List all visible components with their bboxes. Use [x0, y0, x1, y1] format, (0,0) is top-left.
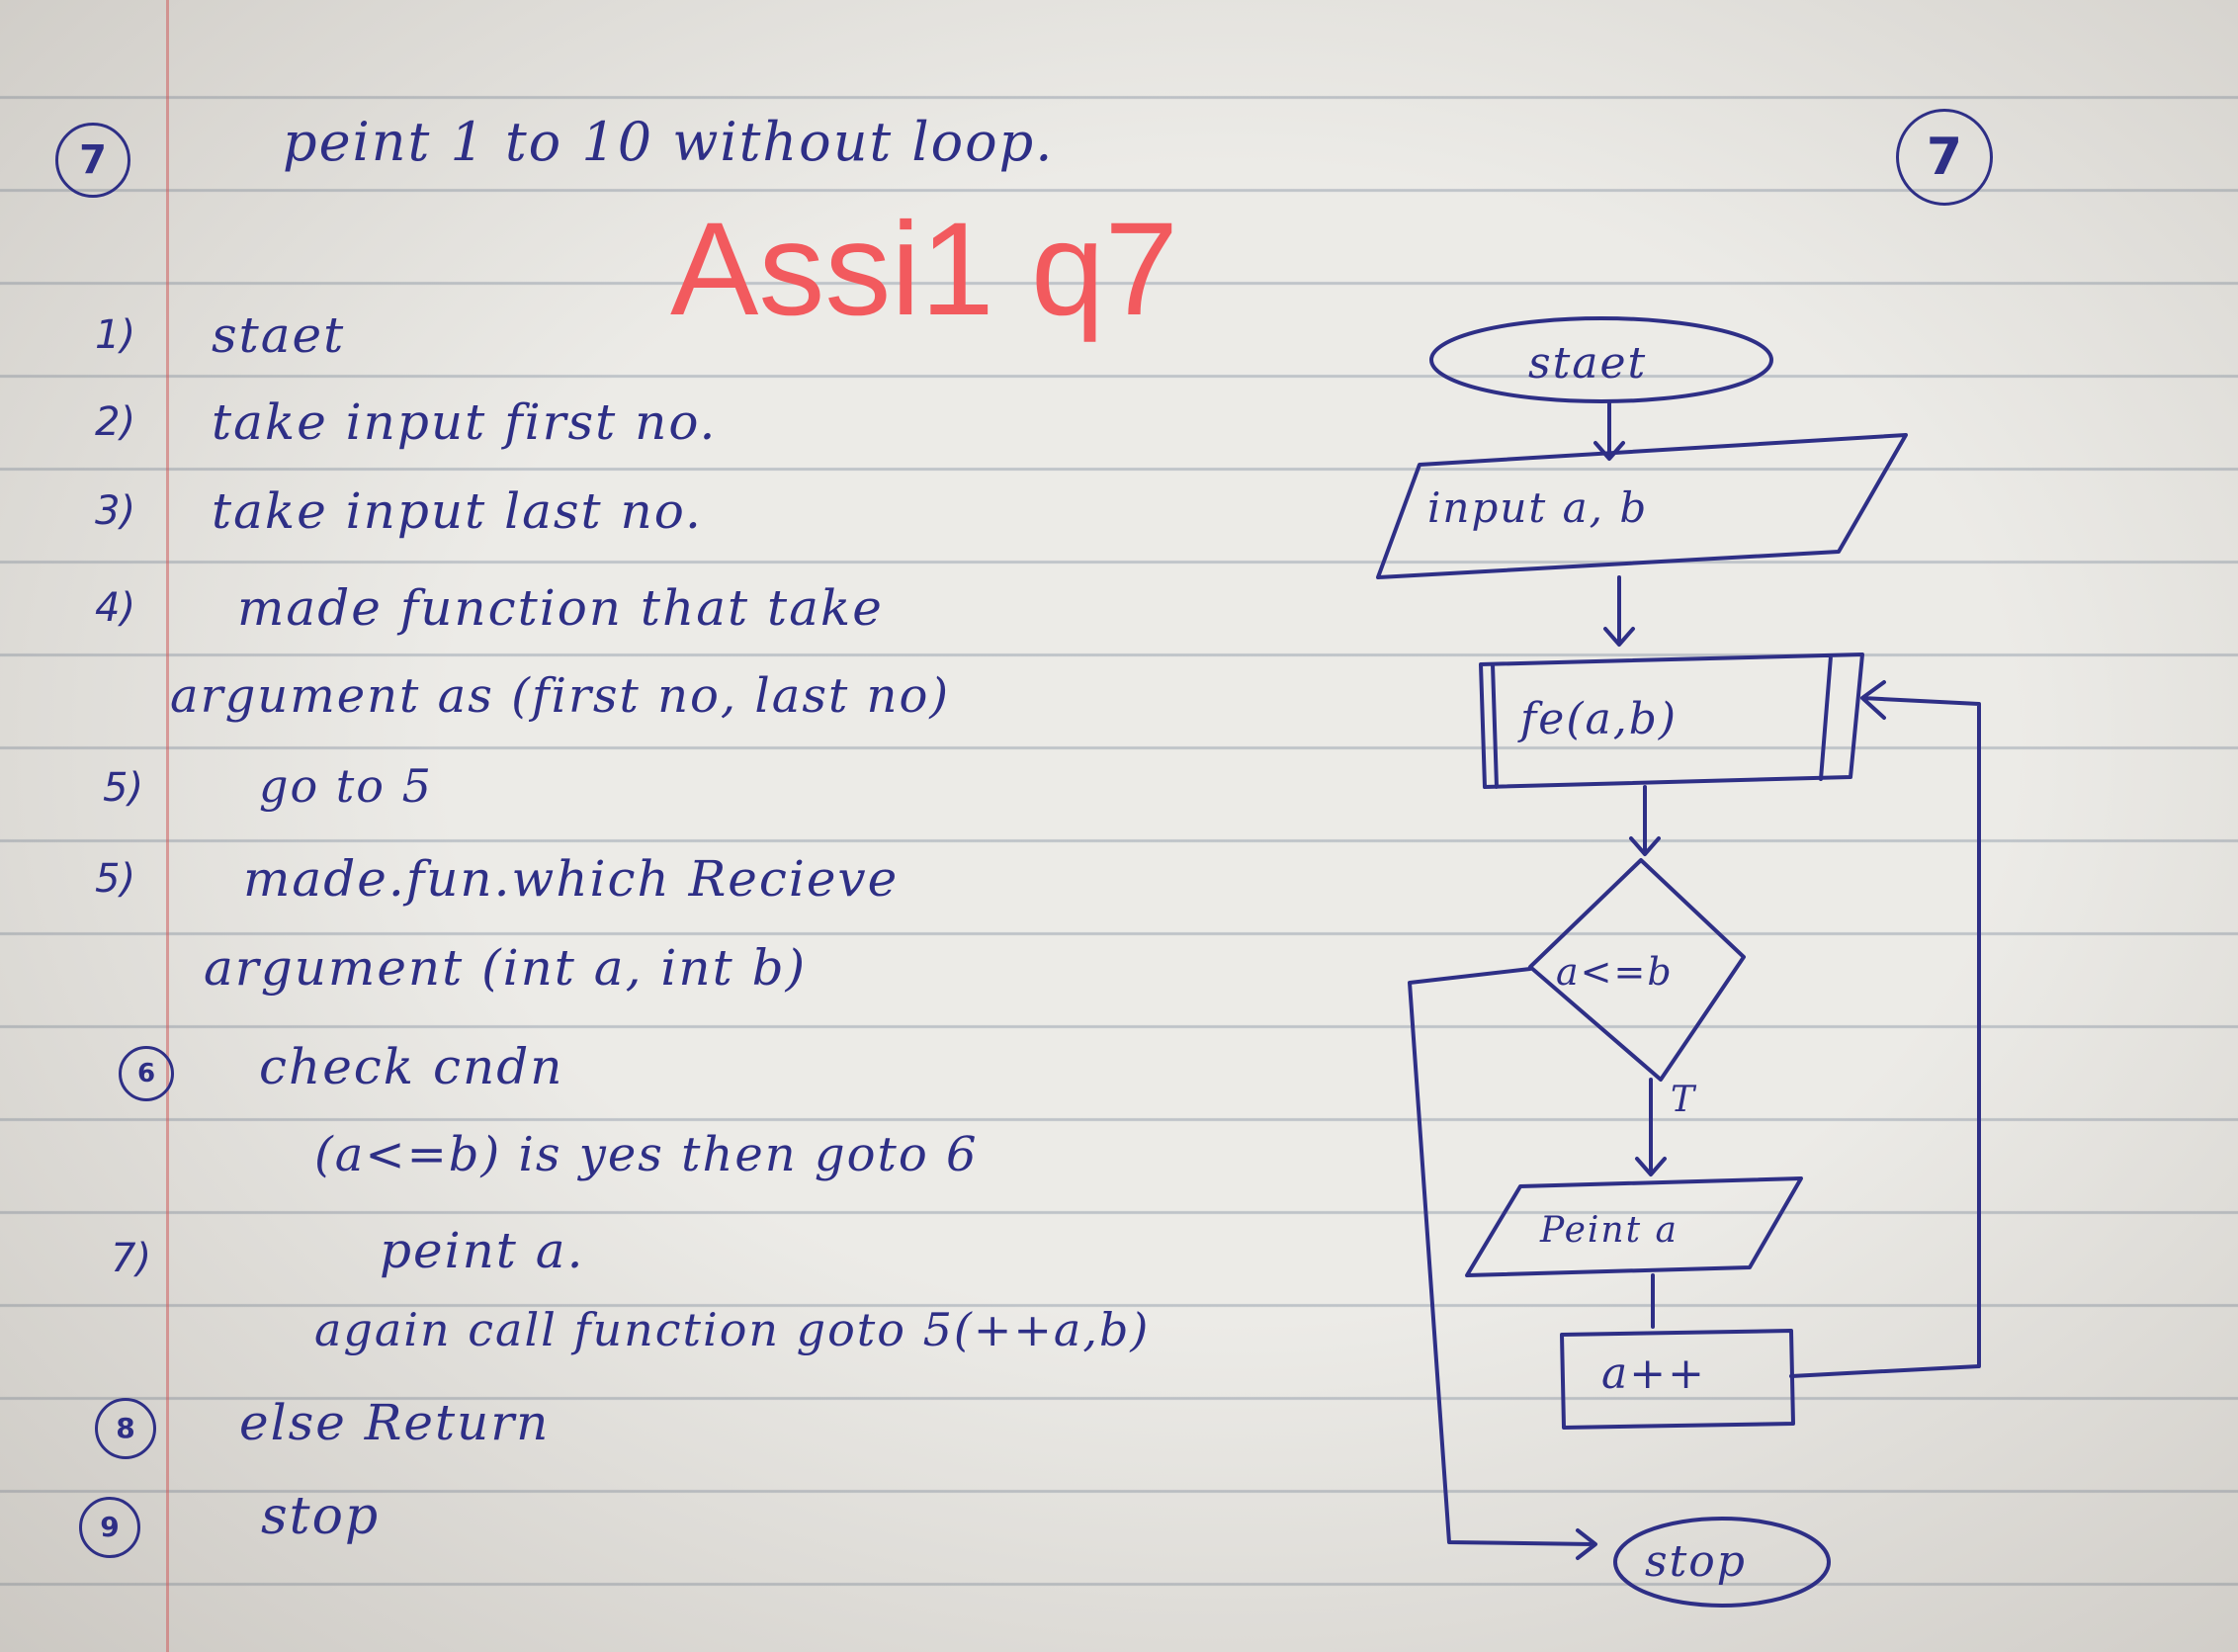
question-title: peint 1 to 10 without loop. [283, 111, 1055, 173]
flowchart-start-oval [1429, 316, 1773, 403]
step-text: argument (int a, int b) [204, 939, 808, 997]
step-number: 7) [111, 1236, 152, 1281]
step-number: 1) [95, 312, 136, 358]
flowchart-input-parallelogram [1376, 433, 1908, 579]
flowchart-function-label: fe(a,b) [1517, 694, 1678, 744]
flowchart-increment-label: a++ [1601, 1348, 1706, 1399]
flowchart-print-parallelogram [1465, 1176, 1803, 1277]
step-text: take input first no. [212, 393, 718, 451]
assignment-watermark: Assi1 q7 [670, 196, 1178, 343]
flowchart-start-label: staet [1528, 338, 1647, 389]
flowchart-arrow [1629, 785, 1661, 856]
step-text: staet [212, 306, 346, 364]
flowchart-arrow [1593, 401, 1625, 461]
step-text: made function that take [237, 579, 884, 637]
step-text: made.fun.which Recieve [243, 850, 900, 908]
step-text: (a<=b) is yes then goto 6 [314, 1127, 979, 1182]
flowchart-arrow [1635, 1078, 1667, 1176]
flowchart-stop-oval [1613, 1517, 1831, 1608]
step-number: 3) [95, 488, 136, 534]
flowchart-input-label: input a, b [1427, 483, 1648, 532]
step-text: again call function goto 5(++a,b) [314, 1303, 1151, 1356]
step-number: 4) [95, 585, 136, 631]
step-text: go to 5 [259, 759, 433, 813]
flowchart-stop-label: stop [1645, 1536, 1747, 1587]
step-number-circle: 6 [119, 1046, 174, 1101]
step-number: 5) [95, 856, 136, 902]
step-number: 5) [103, 765, 144, 811]
step-text: argument as (first no, last no) [170, 668, 951, 724]
step-number-circle: 9 [79, 1497, 140, 1558]
flowchart-decision-diamond [1528, 858, 1746, 1082]
step-text: take input last no. [212, 482, 703, 540]
step-text: check cndn [259, 1038, 564, 1095]
flowchart-decision-label: a<=b [1556, 950, 1674, 994]
flowchart-function-box [1479, 652, 1864, 789]
flowchart-false-path [1408, 967, 1597, 1560]
step-number: 2) [95, 399, 136, 445]
question-number-circle: 7 [55, 123, 130, 198]
page-number-circle: 7 [1896, 109, 1993, 206]
step-text: stop [261, 1487, 381, 1546]
flowchart-arrow [1603, 575, 1635, 647]
margin-line [166, 0, 169, 1652]
flowchart-loop-arrow [1789, 680, 1981, 1378]
step-number-circle: 8 [95, 1398, 156, 1459]
step-text: else Return [239, 1394, 551, 1451]
flowchart-print-label: Peint a [1539, 1210, 1678, 1251]
flowchart-increment-box [1560, 1329, 1795, 1430]
flowchart-true-label: T [1671, 1080, 1697, 1120]
step-text: peint a. [380, 1222, 585, 1279]
